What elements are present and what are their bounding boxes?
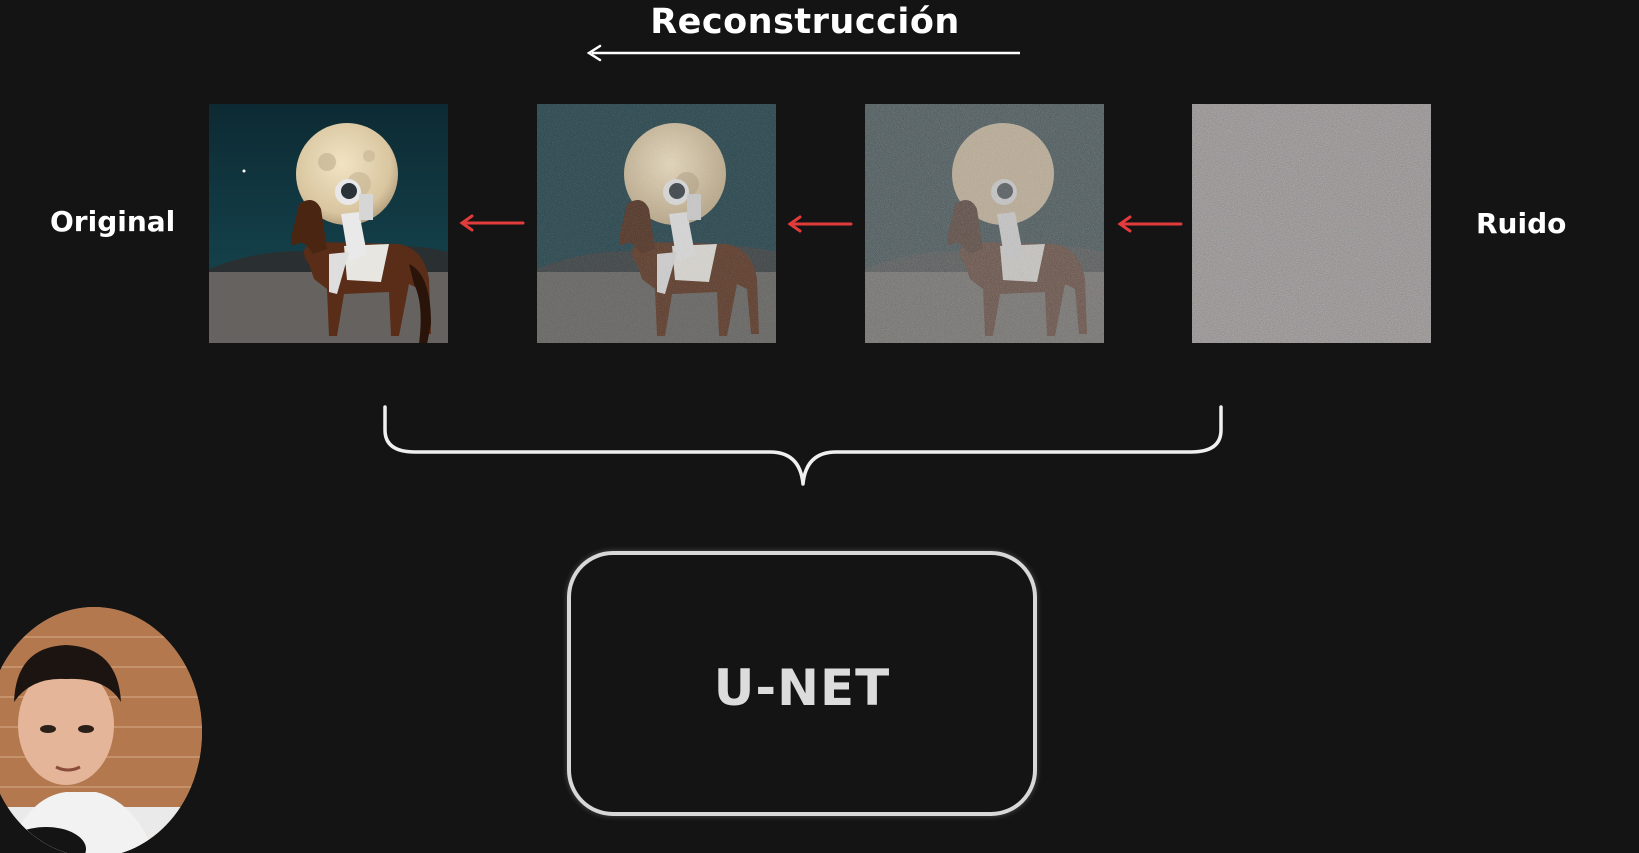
slide-title: Reconstrucción xyxy=(650,2,960,42)
red-arrow-icon xyxy=(787,215,853,233)
astronaut-horse-icon xyxy=(209,104,448,343)
curly-brace-icon xyxy=(383,405,1223,486)
noise-label: Ruido xyxy=(1476,207,1567,240)
slightly-noisy-image xyxy=(537,104,776,343)
reconstruction-arrow-icon xyxy=(586,44,1020,62)
presenter-webcam xyxy=(0,607,202,853)
noise-icon xyxy=(1192,104,1431,343)
original-image xyxy=(209,104,448,343)
astronaut-horse-very-noisy-icon xyxy=(865,104,1104,343)
noisy-image xyxy=(865,104,1104,343)
red-arrow-icon xyxy=(459,214,525,232)
presenter-avatar-icon xyxy=(0,607,202,853)
unet-label: U-NET xyxy=(713,659,891,717)
pure-noise-image xyxy=(1192,104,1431,343)
unet-box: U-NET xyxy=(567,551,1037,816)
red-arrow-icon xyxy=(1117,215,1183,233)
original-label: Original xyxy=(50,205,176,238)
astronaut-horse-noisy-icon xyxy=(537,104,776,343)
